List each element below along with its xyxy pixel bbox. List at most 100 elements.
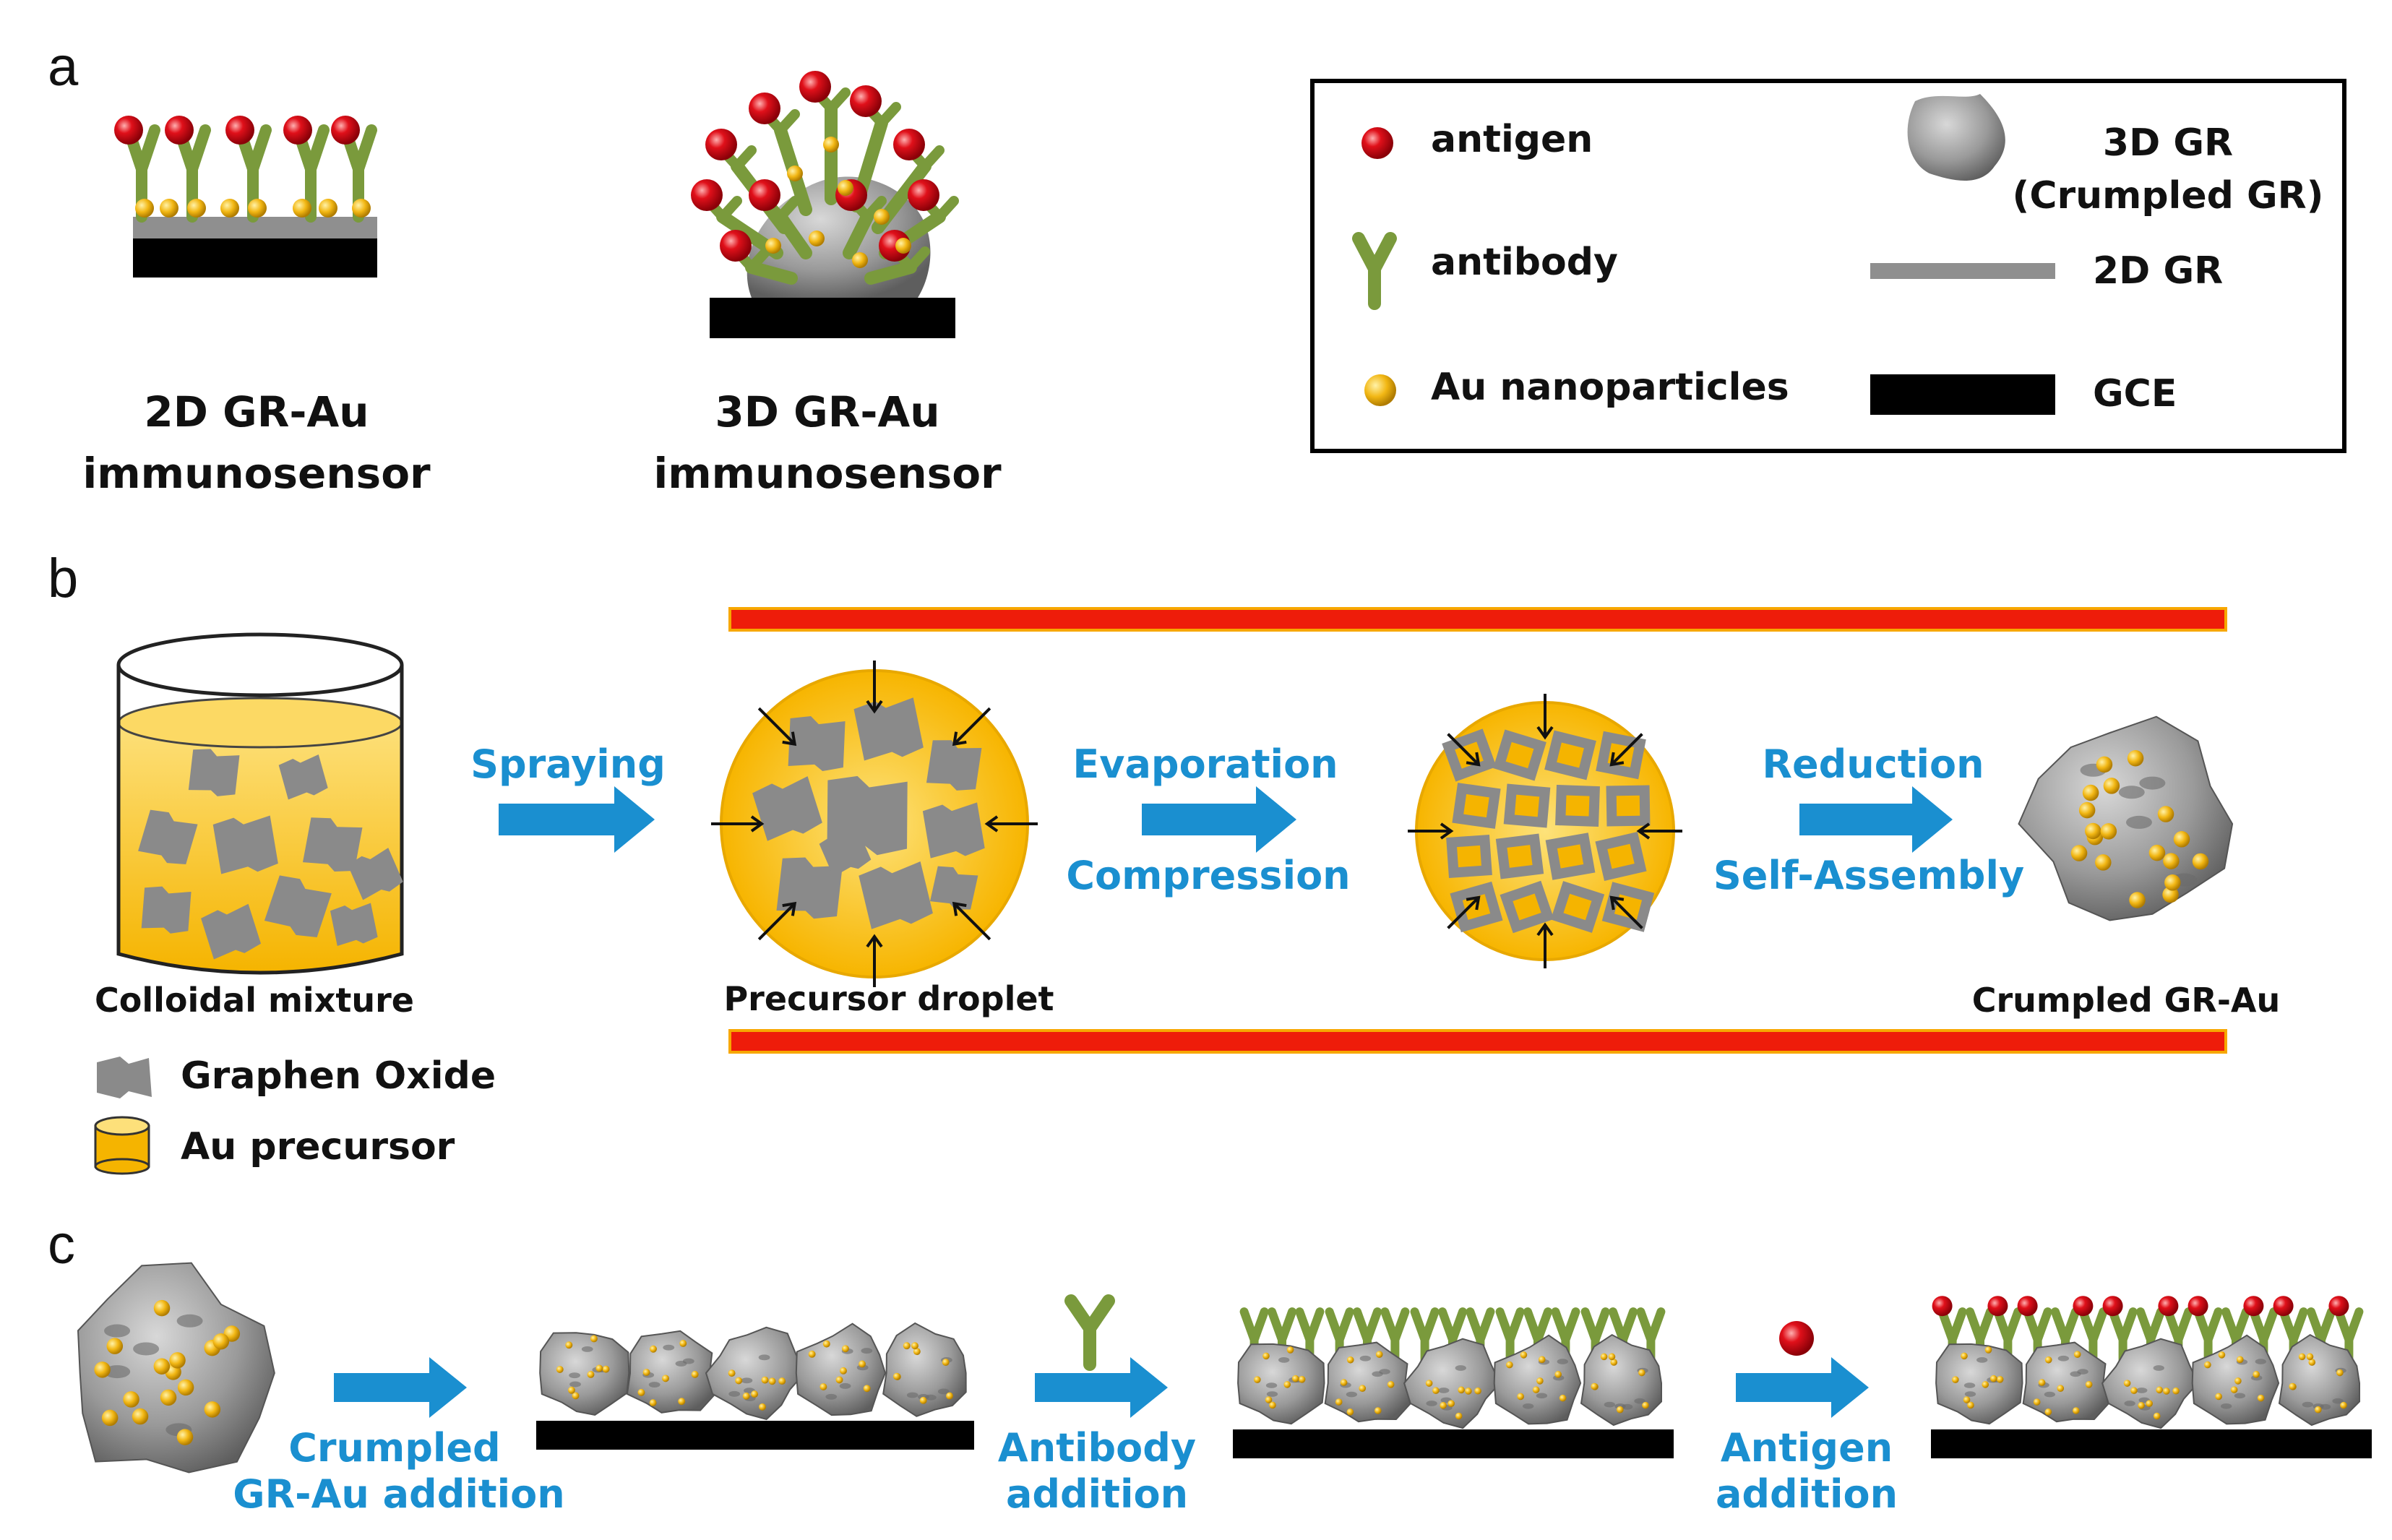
electrode-with-crumpled-gr — [536, 1322, 974, 1450]
au-nanoparticle — [903, 1342, 911, 1350]
au-nanoparticle — [1387, 1381, 1395, 1388]
key-graphene-oxide-label: Graphen Oxide — [181, 1054, 496, 1098]
au-precursor-pocket — [1607, 843, 1635, 869]
au-nanoparticle — [662, 1375, 669, 1382]
crumple-fold — [569, 1372, 581, 1379]
crumple-fold — [1438, 1388, 1450, 1393]
red-bar-bottom — [728, 1029, 2227, 1054]
au-nanoparticle — [2157, 806, 2174, 822]
droplet-flakes — [752, 697, 985, 929]
crumpled-graphene — [705, 1326, 806, 1421]
antigen-icon — [114, 116, 143, 145]
au-nanoparticle — [2038, 1379, 2046, 1386]
crumple-fold — [1621, 1403, 1633, 1410]
graphene-oxide-flake — [922, 802, 985, 859]
au-nanoparticle — [352, 199, 371, 218]
au-nanoparticle — [2164, 874, 2181, 891]
au-nanoparticle — [842, 1345, 849, 1353]
au-nanoparticle — [2308, 1359, 2316, 1366]
antibody-branch — [843, 210, 874, 259]
au-nanoparticle — [1265, 1396, 1273, 1403]
au-precursor-pocket — [1514, 794, 1540, 817]
au-nanoparticle — [650, 1345, 657, 1353]
precursor-droplet-label: Precursor droplet — [723, 979, 1054, 1018]
au-precursor-pocket — [1457, 845, 1481, 868]
au-nanoparticle — [2044, 1408, 2052, 1416]
step-reduction-label: Reduction — [1762, 741, 1984, 787]
au-nanoparticle — [2085, 1381, 2093, 1388]
red-bar-top — [728, 607, 2227, 632]
au-nanoparticle — [895, 238, 911, 254]
au-nanoparticle — [160, 1389, 177, 1406]
au-precursor-pocket — [1507, 845, 1533, 868]
au-nanoparticle — [1532, 1386, 1540, 1393]
au-nanoparticle — [2082, 784, 2099, 801]
compression-arrow — [1610, 896, 1643, 929]
au-nanoparticle — [1520, 1351, 1528, 1359]
au-nanoparticle — [212, 1333, 230, 1350]
au-nanoparticle — [1961, 1352, 1968, 1360]
legend-antigen-label: antigen — [1431, 118, 1593, 161]
crumple-fold — [2125, 815, 2152, 829]
crumple-fold — [104, 1365, 131, 1379]
antigen-icon — [165, 116, 194, 145]
au-precursor-pocket — [1463, 793, 1489, 818]
au-nanoparticle — [787, 165, 803, 181]
compression-arrowhead — [1440, 822, 1454, 840]
legend-3dgr-line1: 3D GR — [2103, 121, 2233, 165]
crumple-fold — [2136, 1388, 2148, 1393]
crumple-fold — [1372, 1371, 1383, 1377]
au-nanoparticle — [863, 1385, 871, 1393]
compression-arrowhead — [1609, 752, 1625, 767]
au-precursor-pocket — [1505, 741, 1534, 769]
au-nanoparticle — [759, 1403, 766, 1411]
graphene-oxide-flake — [264, 875, 332, 937]
au-nanoparticle — [1600, 1353, 1608, 1361]
au-nanoparticle — [1465, 1388, 1472, 1395]
antigen-icon — [2273, 1296, 2294, 1317]
sensor-3d-biomolecules — [691, 71, 959, 285]
crumple-fold — [2139, 776, 2166, 790]
au-nanoparticle — [2257, 1394, 2265, 1402]
au-nanoparticle — [642, 1369, 650, 1377]
step-antibody-addition-line1: Antibody — [998, 1425, 1196, 1471]
au-nanoparticle — [1591, 1382, 1598, 1390]
au-nanoparticle — [919, 1396, 927, 1404]
au-nanoparticle — [859, 1360, 866, 1368]
au-nanoparticle — [2085, 822, 2101, 840]
spraying-arrow — [499, 786, 655, 853]
electrode-with-antigen — [1931, 1296, 2372, 1458]
au-nanoparticle — [1963, 1396, 1971, 1403]
au-nanoparticle — [637, 1388, 645, 1396]
step-crumpled-addition-line1: Crumpled — [288, 1425, 500, 1471]
graphene-oxide-flake — [788, 715, 846, 772]
crumple-fold — [104, 1324, 131, 1338]
step-antibody-addition-line2: addition — [1006, 1471, 1188, 1517]
au-nanoparticle — [1638, 1369, 1645, 1377]
antigen-icon — [749, 179, 780, 211]
crumpled-graphene — [1403, 1338, 1501, 1429]
au-nanoparticle — [2163, 1388, 2170, 1395]
legend-antibody-label: antibody — [1431, 241, 1618, 284]
antigen-icon — [1932, 1296, 1953, 1317]
step-crumpled-addition-line2: GR-Au addition — [233, 1471, 564, 1517]
au-nanoparticle — [1340, 1379, 1348, 1386]
au-nanoparticle — [1506, 1361, 1513, 1369]
crumpled-graphene — [1935, 1343, 2023, 1425]
au-nanoparticle — [587, 1371, 595, 1378]
au-precursor-pocket — [1513, 893, 1541, 921]
au-nanoparticle — [840, 1367, 847, 1375]
au-nanoparticle — [911, 1342, 918, 1350]
graphene-oxide-flakes — [138, 749, 403, 960]
crumple-fold — [176, 1314, 203, 1328]
compression-arrow — [1447, 733, 1480, 766]
graphene-oxide-flake — [188, 749, 240, 796]
crumpled-graphene — [2018, 715, 2234, 921]
au-precursor-pocket — [1565, 795, 1590, 817]
au-nanoparticle — [2073, 1351, 2081, 1358]
crumple-fold — [569, 1381, 581, 1388]
graphene-oxide-key-icon — [97, 1057, 152, 1098]
au-nanoparticle — [2078, 801, 2096, 819]
antigen-icon — [283, 116, 312, 145]
au-nanoparticle — [835, 1376, 843, 1384]
